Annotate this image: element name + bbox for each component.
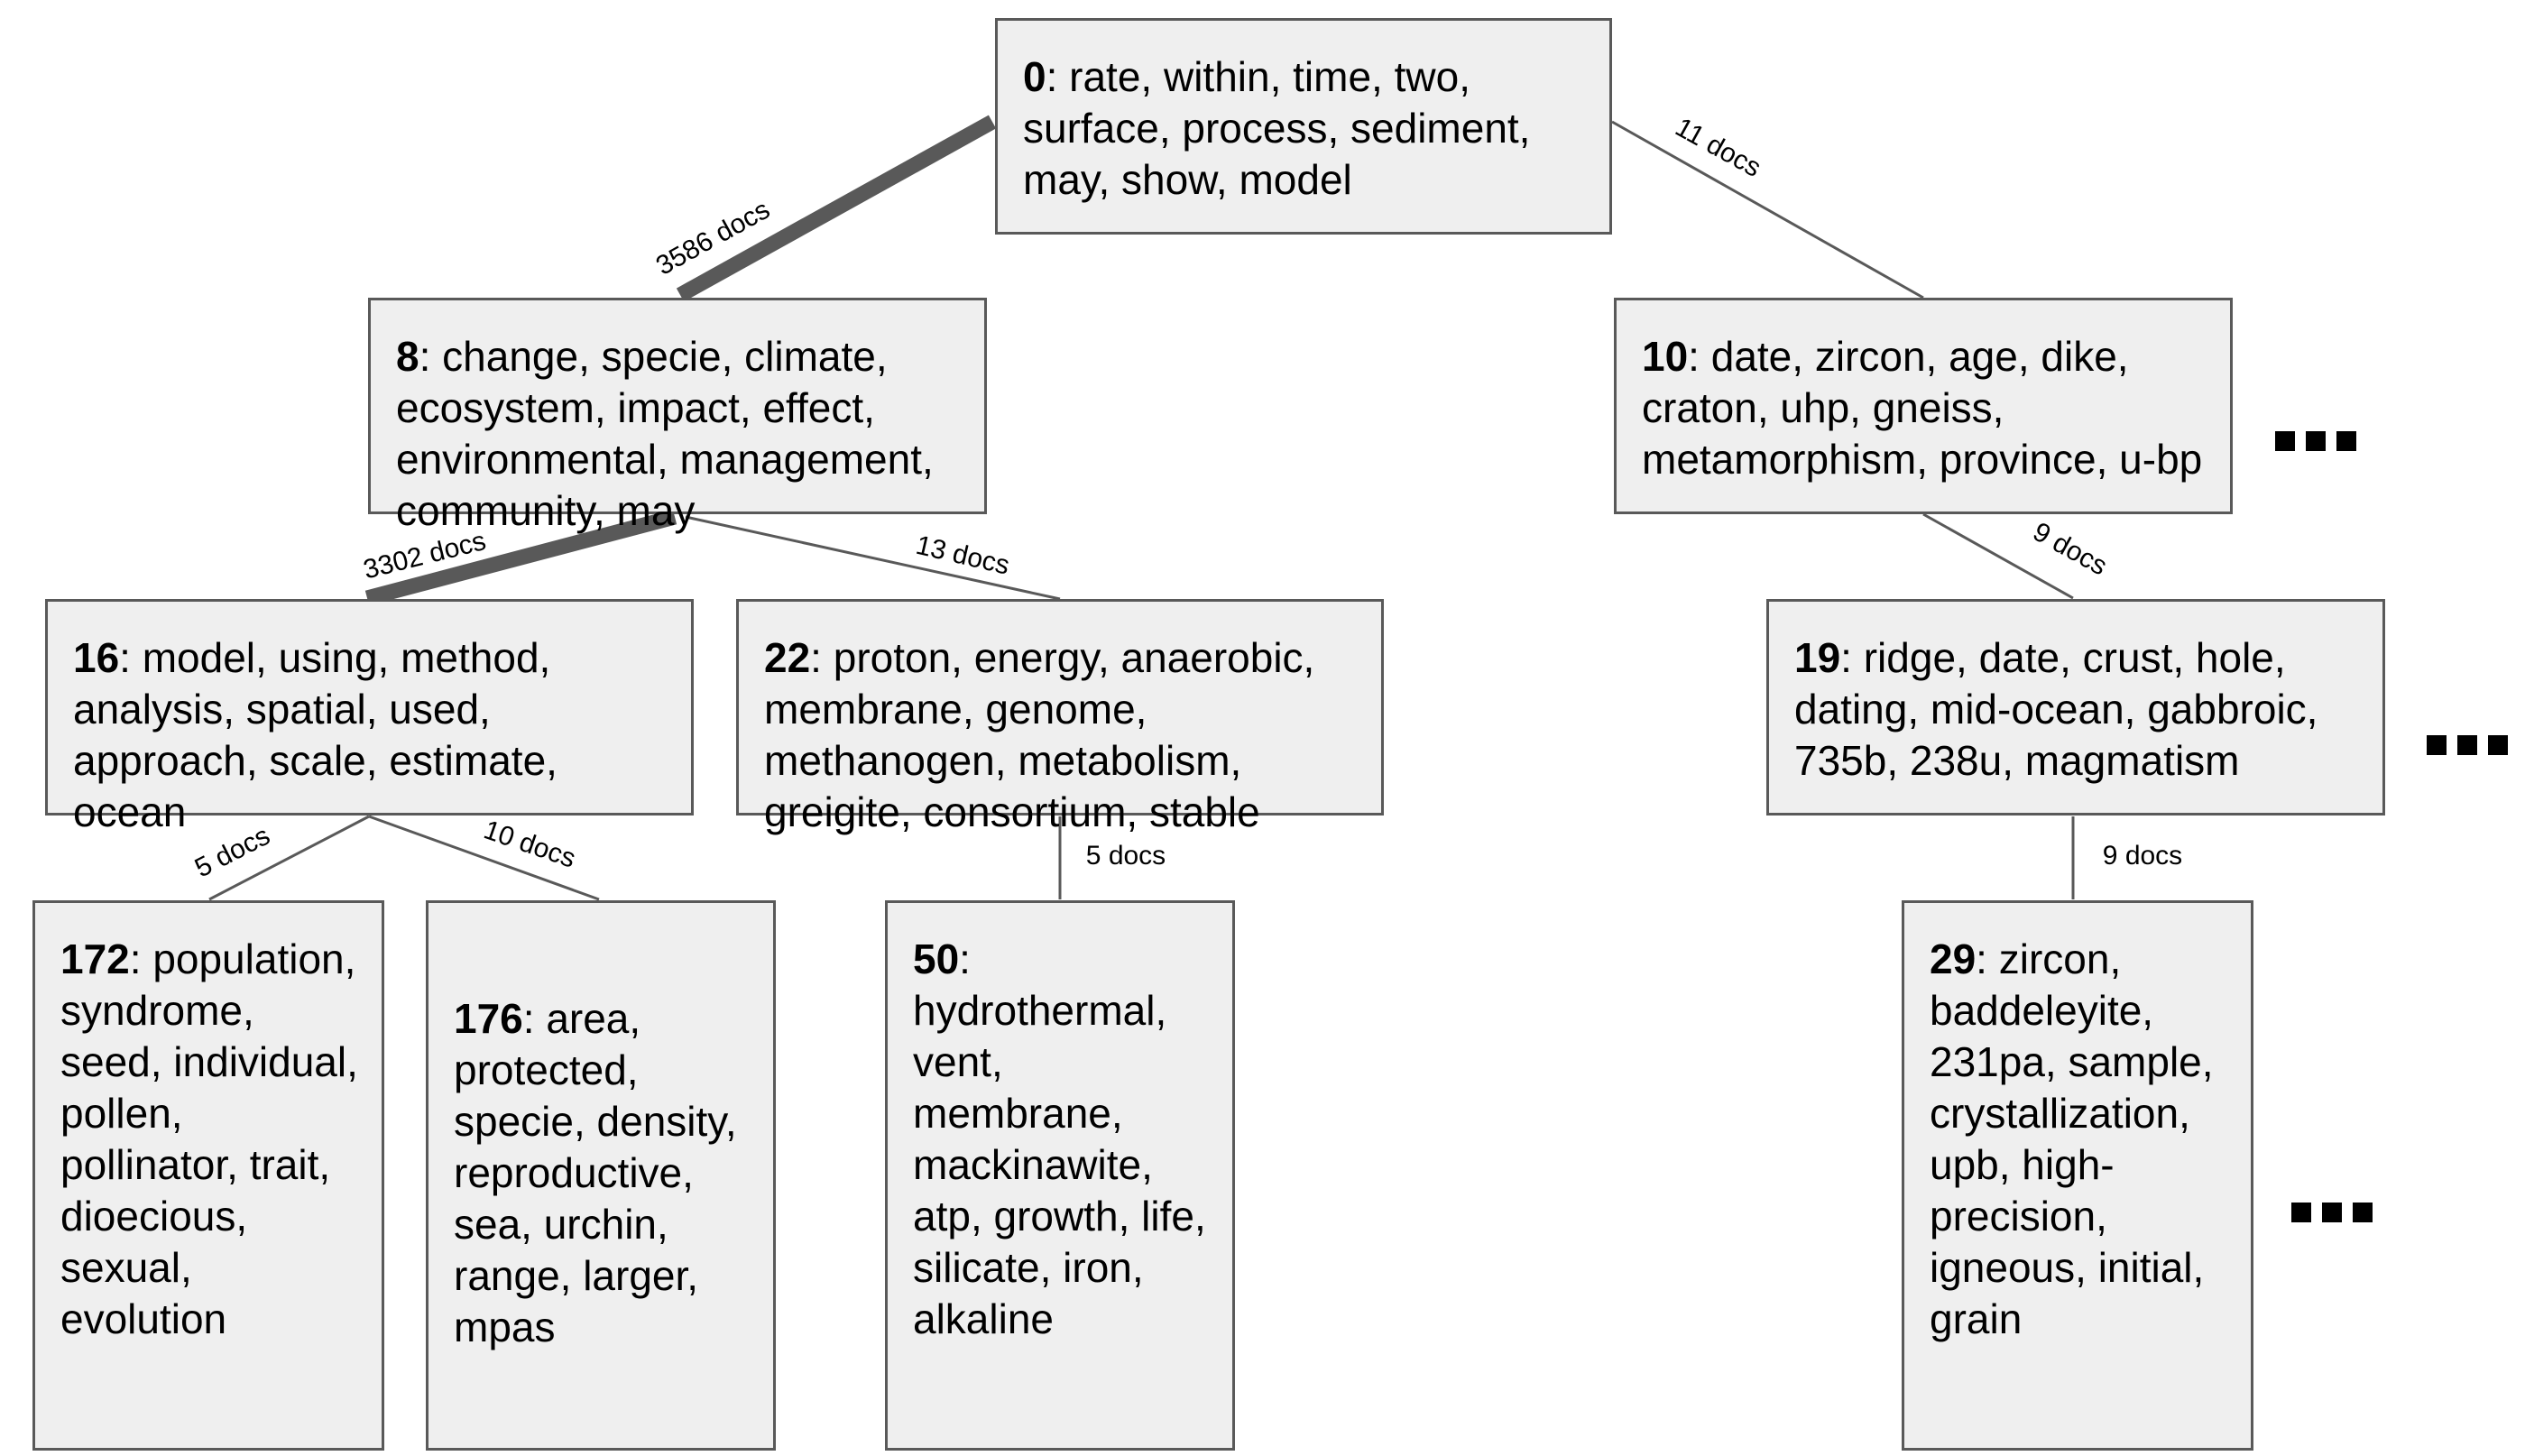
topic-node-0: 0: rate, within, time, two, surface, pro…	[995, 18, 1612, 235]
edge-n8-n16	[364, 509, 677, 606]
topic-node-16: 16: model, using, method, analysis, spat…	[45, 599, 694, 835]
topic-id: 16	[73, 634, 120, 681]
edge-label-n16-n176: 10 docs	[480, 815, 579, 873]
topic-terms: model, using, method, analysis, spatial,…	[73, 634, 558, 835]
edge-label-n10-n19: 9 docs	[2028, 517, 2112, 582]
topic-terms: change, specie, climate, ecosystem, impa…	[396, 333, 934, 534]
topic-terms: date, zircon, age, dike, craton, uhp, gn…	[1642, 333, 2203, 483]
topic-node-22: 22: proton, energy, anaerobic, membrane,…	[736, 599, 1384, 835]
edge-label-n0-n10: 11 docs	[1671, 112, 1766, 183]
topic-id: 29	[1930, 935, 1977, 982]
topic-node-176: 176: area, protected, specie, density, r…	[426, 900, 776, 1451]
topic-terms: zircon, baddeleyite, 231pa, sample, crys…	[1930, 935, 2214, 1342]
topic-node-29: 29: zircon, baddeleyite, 231pa, sample, …	[1902, 900, 2253, 1451]
topic-node-19: 19: ridge, date, crust, hole, dating, mi…	[1766, 599, 2385, 816]
more-children-ellipsis-29	[2291, 1203, 2373, 1222]
topic-terms: ridge, date, crust, hole, dating, mid-oc…	[1794, 634, 2318, 784]
topic-id: 8	[396, 333, 419, 380]
edge-n0-n10	[1611, 120, 1924, 299]
edge-n16-n172	[208, 815, 370, 901]
topic-id: 50	[913, 935, 960, 982]
edge-n0-n8	[676, 115, 997, 302]
topic-node-8: 8: change, specie, climate, ecosystem, i…	[368, 298, 987, 534]
topic-id: 19	[1794, 634, 1841, 681]
topic-id: 22	[764, 634, 811, 681]
topic-node-172: 172: population, syndrome, seed, individ…	[32, 900, 384, 1451]
edge-n8-n22	[685, 515, 1061, 601]
edge-label-n22-n50: 5 docs	[1086, 841, 1166, 871]
topic-id: 172	[60, 935, 130, 982]
topic-node-10: 10: date, zircon, age, dike, craton, uhp…	[1614, 298, 2233, 514]
edge-n10-n19	[1922, 512, 2074, 600]
topic-terms: hydrothermal, vent, membrane, mackinawit…	[913, 987, 1206, 1342]
edge-n16-n176	[368, 815, 600, 901]
topic-node-50: 50: hydrothermal, vent, membrane, mackin…	[885, 900, 1235, 1451]
edge-label-n19-n29: 9 docs	[2103, 841, 2182, 871]
topic-terms: population, syndrome, seed, individual, …	[60, 935, 358, 1342]
topic-id: 176	[454, 995, 523, 1042]
topic-id: 0	[1023, 53, 1046, 100]
edge-label-n8-n22: 13 docs	[913, 530, 1012, 581]
edge-label-n16-n172: 5 docs	[190, 821, 275, 884]
topic-terms: area, protected, specie, density, reprod…	[454, 995, 737, 1350]
topic-terms: proton, energy, anaerobic, membrane, gen…	[764, 634, 1315, 835]
topic-id: 10	[1642, 333, 1689, 380]
more-children-ellipsis-19	[2427, 735, 2508, 755]
more-children-ellipsis-10	[2275, 431, 2356, 451]
topic-terms: rate, within, time, two, surface, proces…	[1023, 53, 1531, 203]
